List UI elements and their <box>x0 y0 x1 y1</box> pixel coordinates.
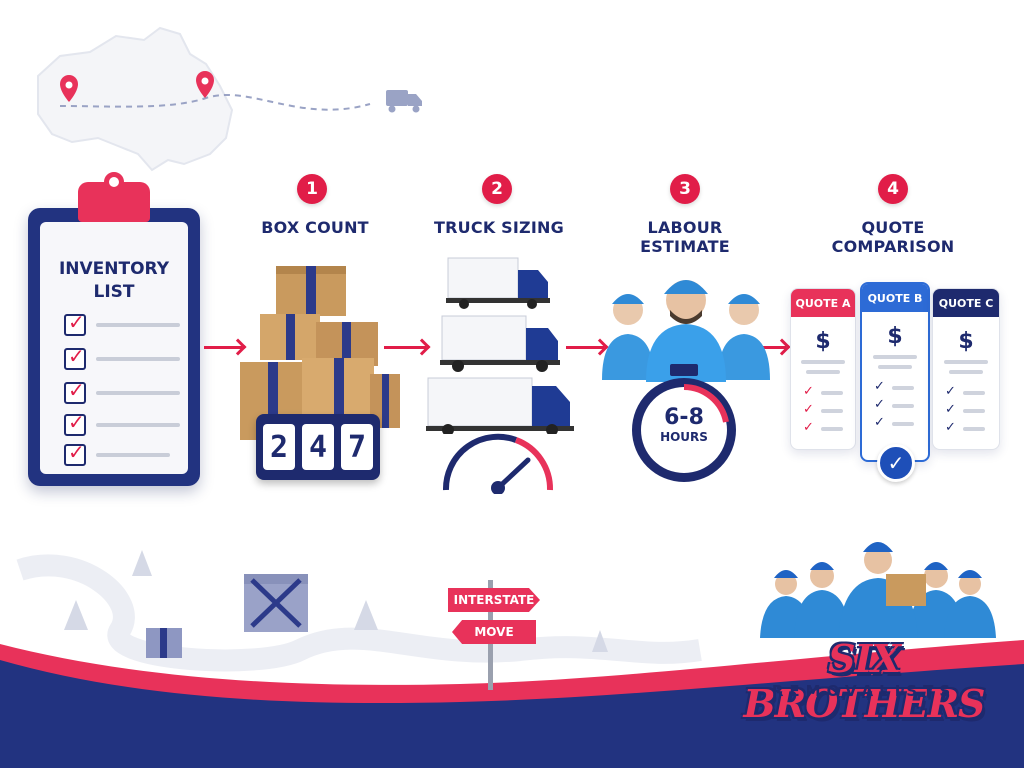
dollar-icon: $ <box>815 329 831 354</box>
checkmark-icon: ✓ <box>803 420 814 435</box>
checklist-item: ✓ <box>64 410 180 436</box>
checkmark-icon: ✓ <box>68 410 85 434</box>
flow-arrow <box>204 346 242 349</box>
location-pin-icon <box>60 75 78 102</box>
check-item: ✓ <box>945 384 999 402</box>
dollar-icon: $ <box>958 329 974 354</box>
step-2-title: TRUCK SIZING <box>434 218 564 237</box>
flow-arrow <box>384 346 426 349</box>
timer-readout: 6-8 HOURS <box>626 405 742 445</box>
stopwatch-icon <box>632 364 736 482</box>
truck-icon <box>440 315 560 372</box>
step-4-title: QUOTE COMPARISON <box>816 218 970 256</box>
counter-digit: 4 <box>302 424 334 470</box>
checkmark-icon: ✓ <box>68 440 85 464</box>
checklist-item: ✓ <box>64 310 180 336</box>
check-item: ✓ <box>803 402 855 420</box>
step-3-number: 3 <box>670 174 700 204</box>
box-icon <box>244 574 308 632</box>
counter-digit: 2 <box>263 424 295 470</box>
quote-c-label: QUOTE C <box>933 289 999 317</box>
check-item: ✓ <box>874 397 928 415</box>
signpost-interstate: INTERSTATE <box>448 588 540 612</box>
truck-icon <box>386 90 422 113</box>
checkmark-icon: ✓ <box>874 379 885 394</box>
dollar-icon: $ <box>887 324 903 349</box>
bottom-scenery <box>0 550 1024 768</box>
flow-arrow <box>762 346 786 349</box>
workers-group <box>602 280 770 382</box>
checkbox-icon: ✓ <box>64 344 86 370</box>
checkbox-icon: ✓ <box>64 310 86 336</box>
logo-mascots <box>760 542 996 638</box>
counter-digit: 7 <box>341 424 373 470</box>
step-3-title-line2: ESTIMATE <box>640 237 730 256</box>
checkbox-icon: ✓ <box>64 378 86 404</box>
step-3-title: LABOUR ESTIMATE <box>610 218 760 256</box>
checkmark-icon: ✓ <box>68 310 85 334</box>
step-3-title-line1: LABOUR <box>647 218 723 237</box>
inventory-title-line1: INVENTORY <box>58 259 170 279</box>
box-icon <box>146 628 182 658</box>
checkmark-icon: ✓ <box>68 344 85 368</box>
clipboard-paper: INVENTORY LIST ✓ ✓ ✓ ✓ ✓ <box>40 222 188 474</box>
checkmark-icon: ✓ <box>945 420 956 435</box>
australia-map-icon <box>37 26 234 172</box>
location-pin-icon <box>196 71 214 98</box>
inventory-title: INVENTORY LIST <box>40 258 188 304</box>
checklist-item: ✓ <box>64 440 174 466</box>
quote-card-b: QUOTE B $ ✓ ✓ ✓ <box>860 282 930 462</box>
check-item: ✓ <box>874 379 928 397</box>
timer-hours-range: 6-8 <box>664 405 704 430</box>
box-icon <box>276 266 346 316</box>
checkmark-icon: ✓ <box>945 402 956 417</box>
checkmark-icon: ✓ <box>68 378 85 402</box>
worker-icon <box>646 280 726 382</box>
check-item: ✓ <box>945 402 999 420</box>
check-item: ✓ <box>803 420 855 438</box>
check-item: ✓ <box>874 415 928 433</box>
trucks-group <box>426 257 574 434</box>
checkmark-icon: ✓ <box>874 415 885 430</box>
quote-card-c: QUOTE C $ ✓ ✓ ✓ <box>932 288 1000 450</box>
australia-route-map <box>37 26 422 172</box>
checkmark-icon: ✓ <box>803 384 814 399</box>
worker-icon <box>718 294 770 380</box>
quote-b-label: QUOTE B <box>862 284 928 312</box>
step-1-title: BOX COUNT <box>261 218 369 237</box>
timer-hours-label: HOURS <box>660 430 708 444</box>
truck-icon <box>426 377 574 434</box>
flow-arrow <box>566 346 604 349</box>
check-item: ✓ <box>803 384 855 402</box>
checklist-item: ✓ <box>64 378 180 404</box>
checkmark-icon: ✓ <box>945 384 956 399</box>
selected-checkmark-icon: ✓ <box>877 444 915 482</box>
step-4-title-line2: COMPARISON <box>831 237 955 256</box>
gauge-icon <box>442 433 554 494</box>
quote-card-a: QUOTE A $ ✓ ✓ ✓ <box>790 288 856 450</box>
inventory-clipboard: INVENTORY LIST ✓ ✓ ✓ ✓ ✓ <box>28 172 200 486</box>
checkbox-icon: ✓ <box>64 410 86 436</box>
step-2-number: 2 <box>482 174 512 204</box>
checkmark-icon: ✓ <box>803 402 814 417</box>
box-icon <box>886 574 926 606</box>
step-4-title-line1: QUOTE <box>861 218 925 237</box>
checkmark-icon: ✓ <box>874 397 885 412</box>
worker-icon <box>602 294 654 380</box>
inventory-title-line2: LIST <box>93 282 135 302</box>
box-icon <box>260 314 320 360</box>
logo-tagline: REMOVALISTS <box>771 682 957 700</box>
checkbox-icon: ✓ <box>64 440 86 466</box>
step-4-number: 4 <box>878 174 908 204</box>
logo-name: SIX BROTHERS <box>743 636 986 726</box>
quote-a-label: QUOTE A <box>791 289 855 317</box>
check-item: ✓ <box>945 420 999 438</box>
truck-icon <box>446 257 550 309</box>
box-counter: 2 4 7 <box>256 414 380 480</box>
signpost-move: MOVE <box>452 620 536 644</box>
checklist-item: ✓ <box>64 344 180 370</box>
box-stack <box>240 266 400 440</box>
step-1-number: 1 <box>297 174 327 204</box>
clipboard-clip <box>78 172 150 222</box>
